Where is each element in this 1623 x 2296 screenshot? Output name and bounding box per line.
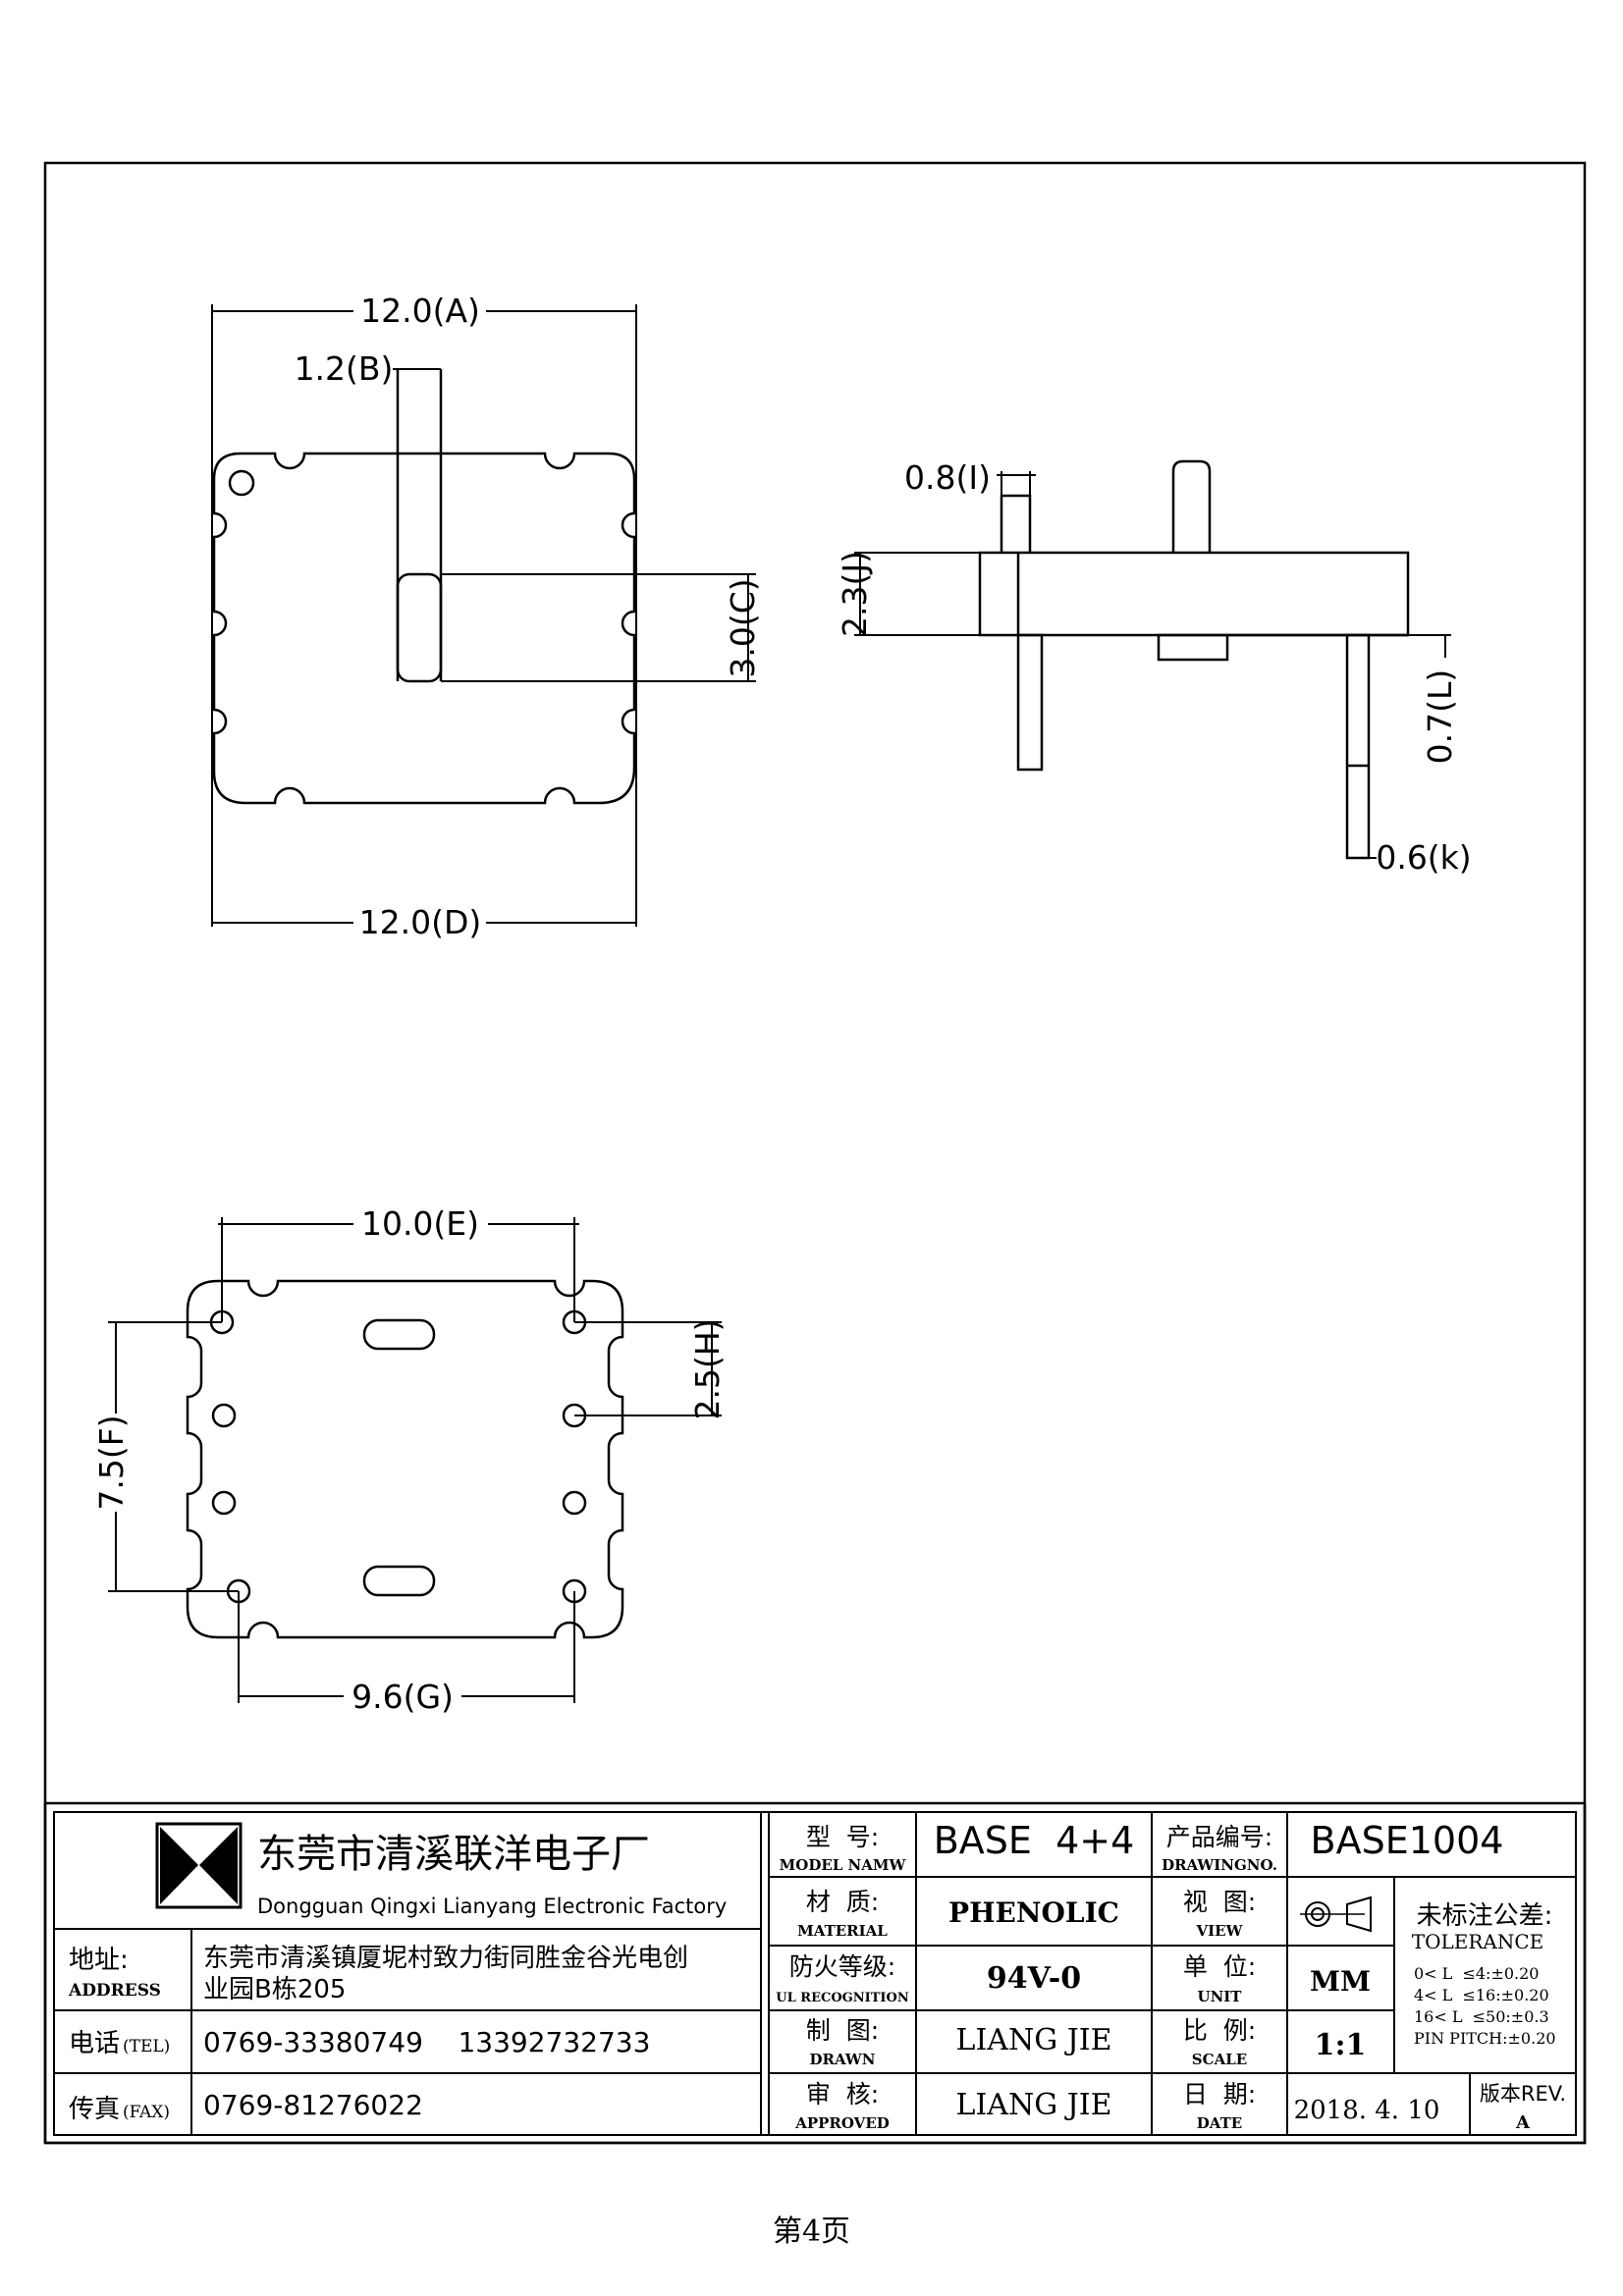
material-label-cn: 材 质:: [806, 1888, 879, 1916]
company-name-en: Dongguan Qingxi Lianyang Electronic Fact…: [257, 1895, 727, 1918]
page-number: 第4页: [772, 2215, 851, 2249]
dim-i-label: 0.8(I): [904, 458, 991, 497]
fax-label-cn: 传真: [69, 2095, 120, 2124]
view-label-en: VIEW: [1196, 1922, 1244, 1940]
dim-k-label: 0.6(k): [1376, 838, 1471, 877]
dim-c-label: 3.0(C): [724, 578, 762, 677]
fax-label-en: (FAX): [123, 2103, 170, 2122]
dim-f-label: 7.5(F): [92, 1415, 131, 1510]
tel-label-cn: 电话: [69, 2029, 120, 2058]
drawn-value: LIANG JIE: [956, 2023, 1112, 2057]
dim-l-label: 0.7(L): [1421, 669, 1459, 765]
title-block: [43, 1801, 1587, 2145]
drawn-label-en: DRAWN: [810, 2051, 876, 2068]
dim-h-label: 2.5(H): [688, 1318, 727, 1419]
dim-d-label: 12.0(D): [359, 903, 482, 941]
address-line1: 东莞市清溪镇厦坭村致力街同胜金谷光电创: [203, 1944, 688, 1973]
ul-label-en: UL RECOGNITION: [776, 1991, 909, 2005]
side-view-dimensions: [854, 471, 1451, 859]
dim-b-label: 1.2(B): [295, 349, 394, 388]
dim-j-label: 2.3(J): [836, 551, 874, 637]
date-label-cn: 日 期:: [1183, 2080, 1256, 2109]
address-label-en: ADDRESS: [68, 1981, 161, 2001]
drawn-label-cn: 制 图:: [806, 2016, 879, 2045]
address-label-cn: 地址:: [69, 1946, 129, 1975]
tolerance-3: 16< L ≤50:±0.3: [1414, 2007, 1549, 2026]
unit-label-en: UNIT: [1198, 1988, 1243, 2005]
rev-value: A: [1515, 2112, 1531, 2133]
rev-label: 版本REV.: [1480, 2082, 1566, 2106]
tolerance-label-en: TOLERANCE: [1412, 1930, 1544, 1953]
approved-value: LIANG JIE: [956, 2088, 1112, 2122]
material-label-en: MATERIAL: [797, 1922, 888, 1940]
unit-value: MM: [1310, 1965, 1371, 1998]
dim-g-label: 9.6(G): [352, 1678, 454, 1716]
address-line2: 业园B栋205: [203, 1975, 346, 2004]
ul-label-cn: 防火等级:: [789, 1952, 895, 1981]
tolerance-label-cn: 未标注公差:: [1417, 1901, 1553, 1931]
bottom-view: [186, 1279, 624, 1639]
approved-label-en: APPROVED: [794, 2114, 890, 2132]
unit-label-cn: 单 位:: [1183, 1952, 1256, 1981]
approved-label-cn: 审 核:: [806, 2080, 879, 2109]
tel-label-en: (TEL): [123, 2037, 170, 2056]
model-label-en: MODEL NAMW: [780, 1856, 907, 1874]
scale-value: 1:1: [1315, 2028, 1367, 2062]
tolerance-2: 4< L ≤16:±0.20: [1414, 1986, 1549, 2004]
model-label-cn: 型 号:: [806, 1823, 879, 1851]
date-label-en: DATE: [1197, 2114, 1242, 2132]
scale-label-en: SCALE: [1192, 2051, 1247, 2068]
dim-e-label: 10.0(E): [361, 1204, 479, 1243]
top-view: [212, 369, 636, 805]
fax-value: 0769-81276022: [203, 2089, 423, 2121]
company-name-cn: 东莞市清溪联洋电子厂: [257, 1832, 650, 1877]
drawingno-label-en: DRAWINGNO.: [1162, 1856, 1277, 1874]
material-value: PHENOLIC: [948, 1896, 1119, 1929]
drawingno-label-cn: 产品编号:: [1166, 1823, 1272, 1851]
drawingno-value: BASE1004: [1311, 1819, 1504, 1862]
bottom-view-dimensions: [108, 1217, 722, 1703]
date-value: 2018. 4. 10: [1294, 2096, 1440, 2125]
top-view-dimensions: [211, 304, 756, 927]
scale-label-cn: 比 例:: [1183, 2016, 1256, 2045]
tolerance-1: 0< L ≤4:±0.20: [1414, 1964, 1539, 1983]
view-label-cn: 视 图:: [1183, 1888, 1256, 1916]
ul-value: 94V-0: [987, 1961, 1081, 1996]
tolerance-4: PIN PITCH:±0.20: [1414, 2029, 1556, 2048]
tel-value: 0769-33380749 13392732733: [203, 2026, 650, 2058]
model-value: BASE 4+4: [934, 1819, 1135, 1862]
side-view: [978, 459, 1410, 860]
dim-a-label: 12.0(A): [360, 292, 480, 330]
